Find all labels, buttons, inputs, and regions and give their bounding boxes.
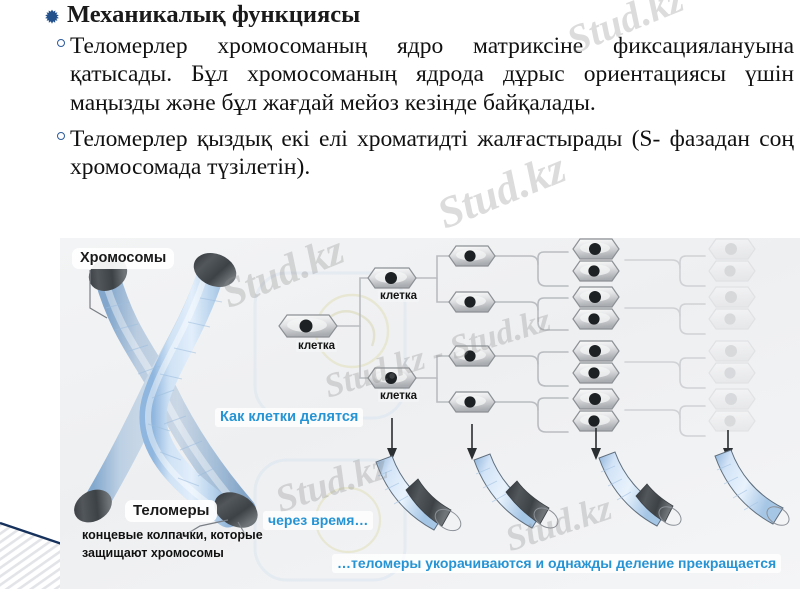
cell-division-tree	[278, 238, 756, 437]
cell-pair-icon	[572, 238, 620, 282]
hollow-circle-bullet-icon	[57, 38, 65, 47]
paragraph-2-line-1: Теломерлер қыздық екі елі хроматидті жал…	[70, 125, 661, 152]
paragraph-2-line-2: фазадан соң хромосомада түзілетін).	[70, 125, 795, 181]
cell-pair-icon-faded	[708, 238, 756, 432]
diagram-canvas	[74, 238, 790, 582]
label-cell-root: клетка	[296, 340, 338, 352]
cell-icon	[448, 391, 496, 413]
cell-icon	[278, 314, 338, 338]
page-title: Механикалық функциясы	[67, 1, 361, 28]
label-cell-gen1-top: клетка	[378, 290, 420, 302]
cell-icon	[367, 267, 417, 289]
label-cell-gen1-bottom: клетка	[378, 390, 420, 402]
cell-icon	[448, 345, 496, 367]
cell-icon	[448, 245, 496, 267]
chromosome-tip-4-no-telomere	[714, 449, 790, 526]
slide-heading: Механикалық функциясы	[0, 0, 800, 29]
decorative-striped-corner	[0, 481, 63, 589]
chromosome-tip-1	[375, 455, 462, 532]
cell-icon	[448, 291, 496, 313]
starburst-bullet-icon	[44, 9, 60, 25]
paragraph-1: Теломерлер хромосоманың ядро матриксіне …	[0, 32, 800, 118]
callout-leader-lines	[89, 270, 247, 539]
label-telomeres-subtext-line-1: концевые колпачки, которые	[82, 528, 263, 542]
tree-connectors	[336, 251, 569, 433]
cell-icon	[367, 367, 417, 389]
label-telomeres-subtext-line-2: защищают хромосомы	[82, 546, 224, 561]
chromosome-banding	[105, 297, 223, 487]
cell-pair-icon	[572, 340, 620, 384]
label-over-time: через время…	[263, 511, 374, 530]
label-how-cells-divide: Как клетки делятся	[215, 408, 364, 427]
label-bottom-caption: …теломеры укорачиваются и однажды делени…	[332, 554, 782, 573]
label-telomeres-subtext: концевые колпачки, которые защищают хром…	[82, 526, 263, 562]
chromosome-tip-2	[473, 453, 559, 529]
label-telomeres: Теломеры	[125, 500, 218, 522]
chromosome-x-illustration	[74, 253, 258, 528]
paragraph-1-line-2: фиксациялануына қатысады. Бұл хромосоман…	[70, 32, 795, 88]
paragraph-1-line-1: Теломерлер хромосоманың ядро матриксіне	[70, 32, 584, 59]
label-chromosomes: Хромосомы	[72, 248, 175, 269]
hollow-circle-bullet-icon	[57, 131, 65, 140]
paragraph-1-line-4: кезінде байқалады.	[404, 90, 596, 117]
telomere-cell-division-diagram: Хромосомы Теломеры концевые колпачки, ко…	[60, 238, 800, 589]
paragraph-1-line-3: дұрыс ориентациясы үшін маңызды және бұл…	[70, 61, 794, 117]
slide-text-block: Механикалық функциясы Теломерлер хромосо…	[0, 0, 800, 182]
paragraph-2: Теломерлер қыздық екі елі хроматидті жал…	[0, 125, 800, 182]
cell-pair-icon	[572, 388, 620, 432]
chromosome-tip-3	[598, 451, 682, 527]
cell-pair-icon	[572, 286, 620, 330]
tree-connectors-faded	[624, 255, 706, 437]
down-arrows	[387, 418, 733, 460]
